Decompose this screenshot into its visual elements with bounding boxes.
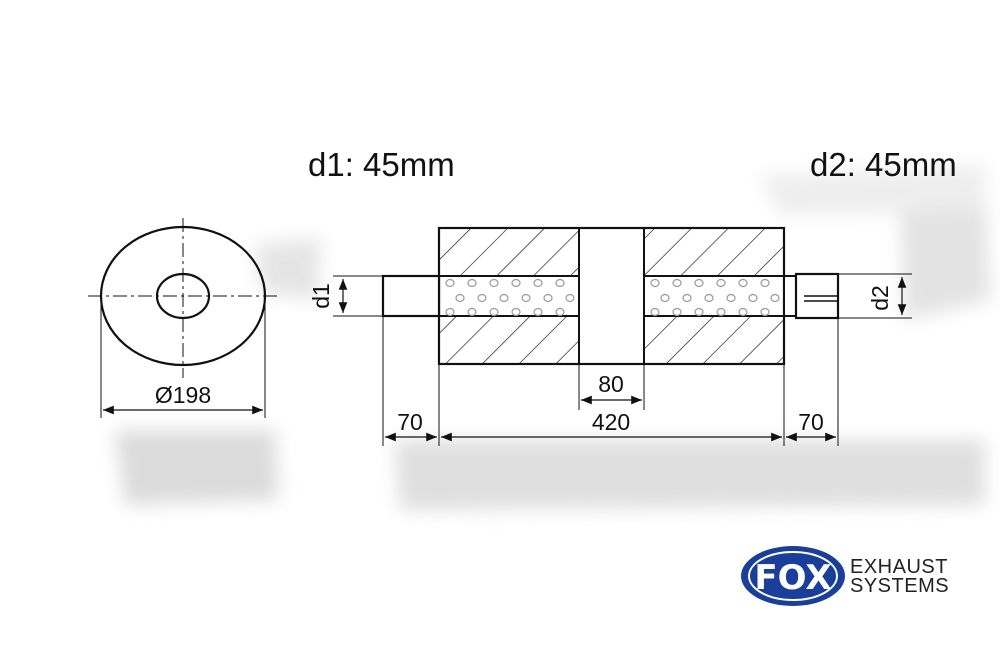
- d1-tag: d1: [308, 283, 334, 309]
- perforation-hole: [467, 278, 477, 288]
- perforation-hole: [660, 293, 670, 303]
- perforation-hole: [499, 293, 509, 303]
- left-bottom-packing: [439, 316, 579, 364]
- left-top-packing: [439, 228, 579, 276]
- perforation-hole: [521, 293, 531, 303]
- perforation-hole: [694, 307, 704, 317]
- perforation-hole: [445, 278, 455, 288]
- perforation-hole: [445, 307, 455, 317]
- perforation-hole: [716, 307, 726, 317]
- fox-exhaust-logo: FOX EXHAUST SYSTEMS: [741, 546, 949, 606]
- perforation-hole: [533, 307, 543, 317]
- perforation-hole: [511, 278, 521, 288]
- right-pipe-label: 70: [798, 409, 824, 435]
- perforation-hole: [694, 278, 704, 288]
- perforation-hole: [455, 293, 465, 303]
- diameter-label: Ø198: [155, 382, 211, 408]
- body-length-label: 420: [592, 409, 630, 435]
- perforation-holes: [445, 278, 780, 317]
- d1-title: d1: 45mm: [308, 146, 455, 183]
- perforation-hole: [489, 278, 499, 288]
- outlet-pipe-collar: [783, 275, 797, 317]
- perforation-hole: [555, 278, 565, 288]
- perforation-hole: [672, 307, 682, 317]
- perforation-hole: [650, 278, 660, 288]
- perforation-hole: [716, 278, 726, 288]
- perforation-hole: [477, 293, 487, 303]
- fox-logo-oval: [741, 546, 845, 606]
- perforation-hole: [682, 293, 692, 303]
- perforation-hole: [489, 307, 499, 317]
- perforation-hole: [738, 278, 748, 288]
- perforation-hole: [555, 307, 565, 317]
- perforation-hole: [565, 293, 575, 303]
- end-view: [88, 218, 280, 418]
- logo-line-systems: SYSTEMS: [850, 575, 949, 597]
- perforation-hole: [467, 307, 477, 317]
- logo-line-exhaust: EXHAUST: [850, 556, 948, 578]
- side-view: [333, 226, 912, 446]
- perforation-hole: [650, 307, 660, 317]
- perforation-hole: [672, 278, 682, 288]
- perforation-hole: [704, 293, 714, 303]
- background-shadow: [115, 165, 990, 510]
- fox-logo-mark: FOX: [754, 558, 831, 598]
- d2-title: d2: 45mm: [810, 146, 957, 183]
- perforation-hole: [760, 307, 770, 317]
- perforation-hole: [511, 307, 521, 317]
- perforation-hole: [760, 278, 770, 288]
- perforation-hole: [543, 293, 553, 303]
- gap-label: 80: [598, 371, 624, 397]
- perforation-hole: [770, 293, 780, 303]
- perforation-hole: [726, 293, 736, 303]
- right-top-packing: [644, 228, 784, 276]
- perforation-hole: [533, 278, 543, 288]
- perforation-hole: [748, 293, 758, 303]
- d2-tag: d2: [867, 285, 893, 311]
- perforation-hole: [738, 307, 748, 317]
- right-bottom-packing: [644, 316, 784, 364]
- left-pipe-label: 70: [397, 409, 423, 435]
- fox-logo-ring: [748, 551, 838, 601]
- inlet-pipe: [381, 274, 441, 318]
